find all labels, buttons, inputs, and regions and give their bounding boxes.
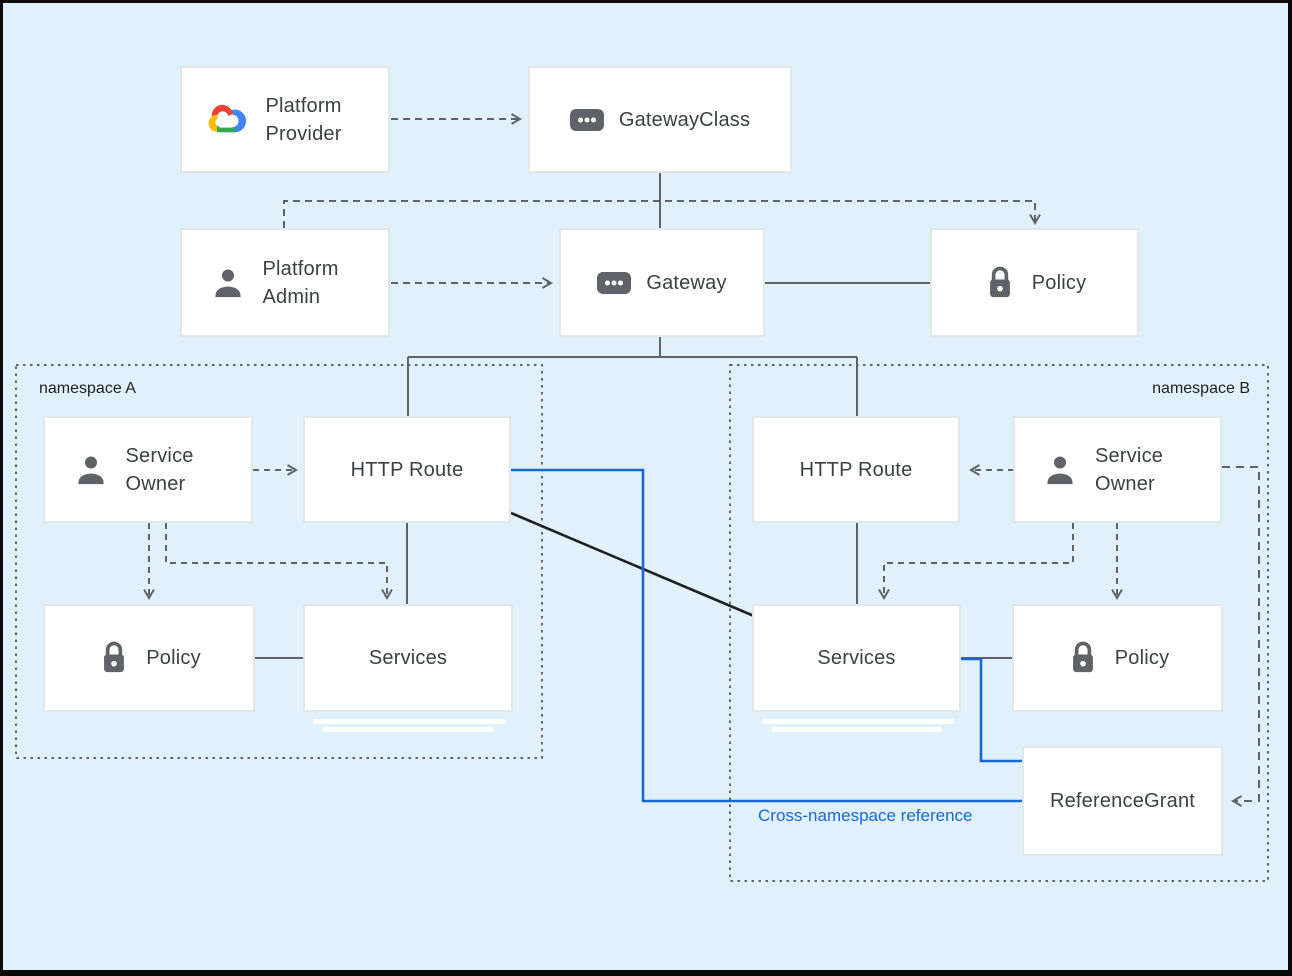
node-policy-a: Policy	[43, 604, 255, 712]
connector-layer	[15, 113, 1269, 882]
node-services-a: Services	[303, 604, 513, 712]
node-gateway-class: GatewayClass	[528, 66, 792, 173]
node-label: Service Owner	[1095, 444, 1164, 495]
node-reference-grant: ReferenceGrant	[1022, 746, 1223, 856]
node-label: Platform Admin	[262, 257, 339, 308]
node-gateway: Gateway	[559, 228, 765, 337]
google-cloud-logo-icon	[205, 101, 251, 139]
node-platform-provider: Platform Provider	[180, 66, 390, 173]
resource-chip-icon	[597, 271, 632, 294]
node-label: Services	[817, 647, 896, 669]
node-http-route-b: HTTP Route	[752, 416, 960, 523]
services-a-stack-line-2	[323, 727, 493, 732]
connector-httproute-a-referencegrant	[511, 468, 1024, 803]
node-service-owner-a: Service Owner	[43, 416, 253, 523]
lock-icon	[97, 639, 131, 677]
services-b-stack-line-1	[762, 719, 954, 724]
node-label: Service Owner	[125, 444, 194, 495]
connector-services-b-referencegrant	[961, 657, 1024, 763]
namespace-a-boundary	[15, 364, 543, 759]
node-label: Services	[368, 647, 448, 669]
connector-admin-policy	[283, 200, 1041, 228]
node-policy-top: Policy	[930, 228, 1139, 337]
node-label: Gateway	[646, 271, 727, 294]
connector-gateway-httproutes	[407, 336, 858, 419]
node-label: ReferenceGrant	[1049, 790, 1196, 812]
connector-httproute-a-services-b	[510, 511, 755, 618]
node-label: Policy	[146, 647, 201, 669]
lock-icon	[1066, 639, 1100, 677]
services-a-stack-line-1	[313, 719, 505, 724]
node-label: GatewayClass	[618, 108, 751, 131]
node-services-b: Services	[752, 604, 961, 712]
node-platform-admin: Platform Admin	[180, 228, 390, 337]
cross-namespace-reference-label: Cross-namespace reference	[758, 806, 973, 825]
services-b-stack-line-2	[772, 727, 942, 732]
node-label: Platform Provider	[265, 94, 342, 145]
namespace-b-boundary	[729, 364, 1269, 882]
node-label: HTTP Route	[350, 458, 464, 481]
node-http-route-a: HTTP Route	[303, 416, 511, 523]
namespace-a-label: namespace A	[39, 380, 136, 397]
node-label: Policy	[1031, 271, 1087, 294]
person-icon	[1040, 450, 1080, 490]
node-label: Policy	[1114, 647, 1170, 669]
resource-chip-icon	[569, 108, 604, 131]
connector-owner-b-services-b	[878, 523, 1074, 600]
person-icon	[208, 263, 248, 303]
lock-icon	[983, 264, 1017, 302]
namespace-b-label: namespace B	[1152, 380, 1250, 397]
node-policy-b: Policy	[1012, 604, 1223, 712]
connector-owner-a-services-a	[165, 523, 393, 600]
node-service-owner-b: Service Owner	[1013, 416, 1222, 523]
node-label: HTTP Route	[799, 458, 913, 481]
person-icon	[71, 450, 111, 490]
connector-owner-b-referencegrant	[1222, 466, 1260, 807]
